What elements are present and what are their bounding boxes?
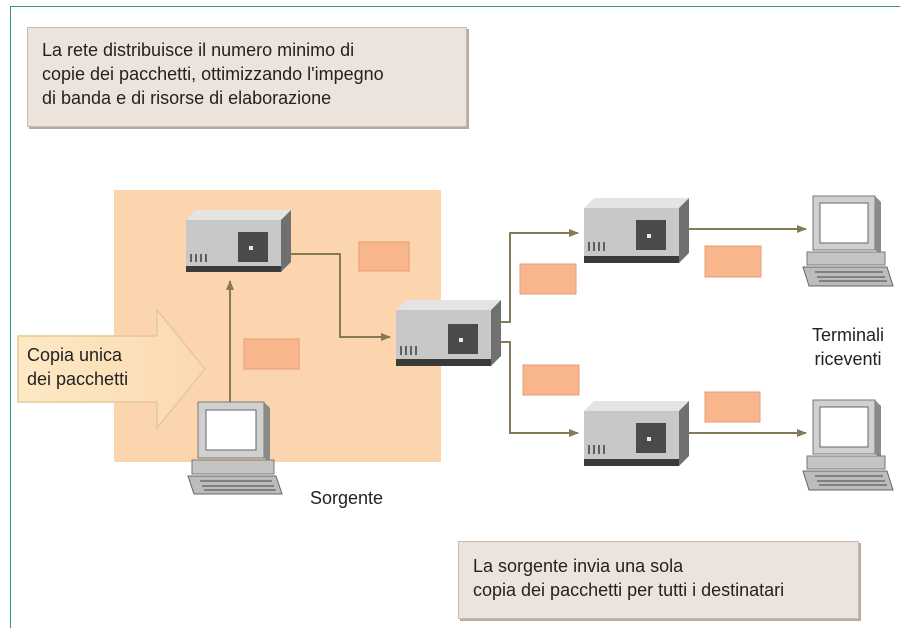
note-line: La sorgente invia una sola bbox=[473, 556, 684, 576]
note-line: copie dei pacchetti, ottimizzando l'impe… bbox=[42, 64, 384, 84]
router-icon bbox=[186, 210, 291, 272]
note-line: copia dei pacchetti per tutti i destinat… bbox=[473, 580, 785, 600]
computer-icon bbox=[802, 399, 894, 491]
packet bbox=[704, 391, 761, 423]
input-arrow-shape bbox=[17, 307, 206, 431]
note-line: di banda e di risorse di elaborazione bbox=[42, 88, 332, 108]
source-label: Sorgente bbox=[310, 488, 384, 508]
receivers-label-line: Terminali bbox=[811, 325, 885, 345]
note-source-single-copy: La sorgente invia una sola copia dei pac… bbox=[458, 541, 859, 619]
note-line: La rete distribuisce il numero minimo di bbox=[42, 40, 355, 60]
router-icon bbox=[396, 300, 501, 366]
router-icon bbox=[584, 401, 689, 466]
note-network-distribution: La rete distribuisce il numero minimo di… bbox=[27, 27, 467, 127]
router-icon bbox=[584, 198, 689, 263]
receivers-label: Terminali riceventi bbox=[800, 323, 896, 371]
computer-icon bbox=[187, 401, 283, 495]
computer-icon bbox=[802, 195, 894, 287]
packet bbox=[704, 245, 762, 278]
packet bbox=[243, 338, 300, 370]
input-arrow-label: Copia unica dei pacchetti bbox=[27, 343, 128, 391]
links bbox=[226, 225, 807, 437]
arrow-label-line: dei pacchetti bbox=[27, 369, 129, 389]
link-router-to-core bbox=[290, 253, 391, 341]
link-core-to-upper bbox=[497, 229, 579, 323]
link-core-to-lower bbox=[497, 341, 579, 437]
frame-border-top bbox=[10, 6, 900, 7]
frame-border-left bbox=[10, 6, 11, 628]
receivers-label-line: riceventi bbox=[814, 349, 882, 369]
packets bbox=[243, 241, 762, 423]
arrow-label-line: Copia unica bbox=[27, 345, 123, 365]
packet bbox=[519, 263, 577, 295]
packet bbox=[358, 241, 410, 272]
packet bbox=[522, 364, 580, 396]
